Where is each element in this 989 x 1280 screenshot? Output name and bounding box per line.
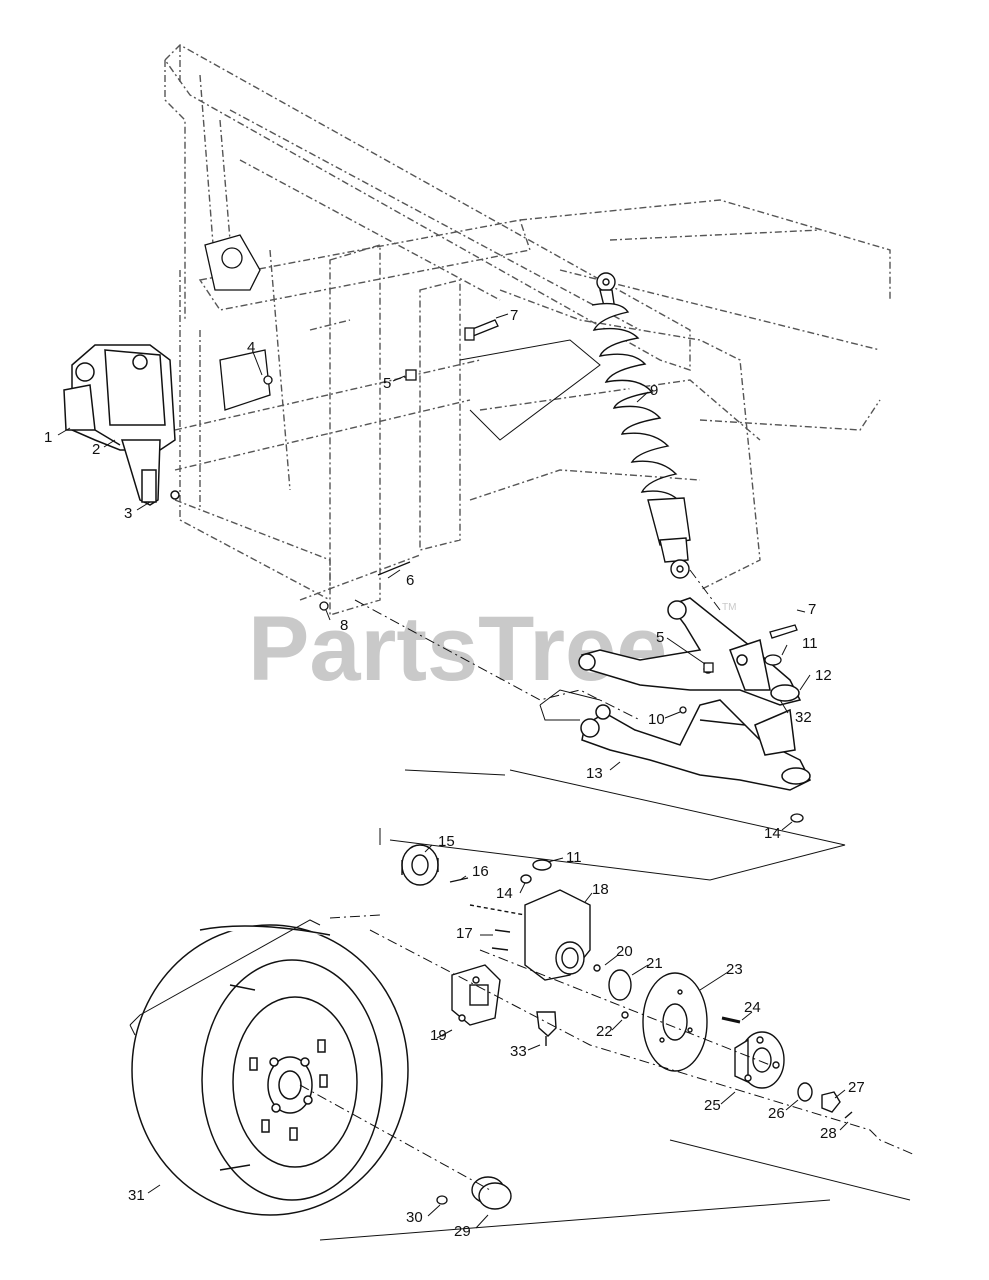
- callout-11-upper: 11: [802, 635, 818, 652]
- transaxle-assembly: [63, 344, 180, 506]
- callout-17: 17: [456, 925, 473, 942]
- leader-lines: [57, 313, 849, 1229]
- phantom-box-lines: [129, 339, 911, 1241]
- callout-10: 10: [648, 711, 665, 728]
- callout-3: 3: [124, 505, 132, 522]
- callout-2: 2: [92, 441, 100, 458]
- callout-8: 8: [340, 617, 348, 634]
- part-31-wheel-tire: [131, 924, 409, 1216]
- explosion-guide-lines: [299, 569, 916, 1191]
- callout-5-upper: 5: [383, 375, 391, 392]
- callout-24: 24: [744, 999, 761, 1016]
- callout-30: 30: [406, 1209, 423, 1226]
- watermark-trademark: TM: [722, 602, 736, 613]
- callout-23: 23: [726, 961, 743, 978]
- callout-33: 33: [510, 1043, 527, 1060]
- callout-6: 6: [406, 572, 414, 589]
- callout-29: 29: [454, 1223, 471, 1240]
- callout-9: 9: [650, 382, 658, 399]
- part-13-lower-control-arm: [580, 699, 812, 791]
- callout-32: 32: [795, 709, 812, 726]
- callout-18: 18: [592, 881, 609, 898]
- callout-12: 12: [815, 667, 832, 684]
- callout-4: 4: [247, 339, 255, 356]
- callout-15: 15: [438, 833, 455, 850]
- callout-7-upper: 7: [510, 307, 518, 324]
- callout-27: 27: [848, 1079, 865, 1096]
- callout-22: 22: [596, 1023, 613, 1040]
- callout-14-lower: 14: [764, 825, 781, 842]
- frame-assembly: [164, 44, 891, 616]
- callout-20: 20: [616, 943, 633, 960]
- callout-13: 13: [586, 765, 603, 782]
- callout-7-lower: 7: [808, 601, 816, 618]
- callout-labels: 1 2 3 4 5 7 9 6 8 7 5 11 12 10 32 13 14 …: [44, 307, 865, 1240]
- callout-16: 16: [472, 863, 489, 880]
- callout-25: 25: [704, 1097, 721, 1114]
- callout-31: 31: [128, 1187, 145, 1204]
- hardware-fasteners: [319, 319, 804, 823]
- callout-26: 26: [768, 1105, 785, 1122]
- callout-19: 19: [430, 1027, 447, 1044]
- part-9-shock-absorber: [591, 272, 691, 579]
- callout-1: 1: [44, 429, 52, 446]
- callout-14-upper: 14: [496, 885, 513, 902]
- callout-28: 28: [820, 1125, 837, 1142]
- callout-21: 21: [646, 955, 663, 972]
- callout-11-lower: 11: [566, 849, 582, 866]
- watermark: PartsTree: [248, 598, 667, 700]
- callout-5-lower: 5: [656, 629, 664, 646]
- part-29-hub-cap: [471, 1176, 512, 1210]
- spindle-assembly: [401, 844, 853, 1119]
- part-30-lug-nut: [436, 1195, 448, 1205]
- part-4-bracket: [204, 234, 273, 411]
